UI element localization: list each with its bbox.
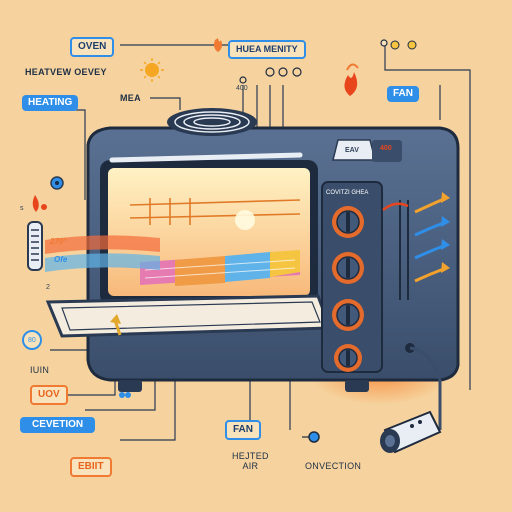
heater-element-icon <box>27 221 43 271</box>
marker-circle <box>292 67 302 77</box>
flame-large-icon <box>344 72 358 96</box>
fan-top-label: FAN <box>387 86 419 102</box>
flame-icon <box>32 195 39 212</box>
flame-wisp <box>346 63 359 71</box>
airflow-arrow-icon <box>382 192 450 283</box>
marker-circle <box>380 39 388 47</box>
marker-circle <box>239 76 247 84</box>
oven-handle <box>109 152 303 163</box>
onvection-label: ONVECTION <box>305 461 362 471</box>
cevetion-label: CEVETION <box>20 417 96 433</box>
dial-knob-icon <box>332 206 364 372</box>
mea-label: MEA <box>120 93 141 103</box>
small-2-label: 2 <box>46 284 50 291</box>
marker-circle <box>390 40 400 50</box>
panel-title-label: COVITZI GHEA <box>326 190 369 196</box>
marker-circle <box>407 40 417 50</box>
oven-foot-right <box>345 380 369 392</box>
oven-foot-left <box>118 380 142 392</box>
food-tray <box>140 250 300 286</box>
marker-circle <box>265 67 275 77</box>
marker-circle <box>22 330 42 350</box>
power-cable-icon <box>409 346 442 430</box>
upper-rack <box>129 198 301 225</box>
oven-light <box>235 210 255 230</box>
dial-number-label: 400 <box>380 145 392 152</box>
door-arrow-head <box>110 314 121 324</box>
side-vent <box>399 200 409 300</box>
leader-lines <box>50 44 471 441</box>
oven-door-inner <box>61 301 321 331</box>
fan-bottom-label: FAN <box>225 420 261 440</box>
temp-upper-label: 270° <box>50 237 67 246</box>
motor-icon <box>380 410 442 454</box>
marker-circle <box>278 67 288 77</box>
heating-label: HEATING <box>22 95 79 111</box>
heat-wave-lower <box>45 253 160 272</box>
indicator-dot <box>41 204 47 210</box>
heatview-label: HEATVEW OEVEY <box>25 67 107 77</box>
marker-dot <box>308 431 320 443</box>
marker-dot <box>55 181 59 185</box>
marker-dot <box>119 392 125 398</box>
flame-small-icon <box>214 38 222 52</box>
heat-wave-upper <box>45 235 160 254</box>
heating-coil-icon <box>167 108 257 136</box>
top-button-base <box>372 140 402 162</box>
marker-dot <box>125 392 131 398</box>
uov-label: UOV <box>30 385 68 405</box>
oven-label: OVEN <box>70 37 115 57</box>
iuin-label: IUIN <box>30 365 50 375</box>
num-80-label: 80 <box>28 337 36 344</box>
huea-menity-label: HUEA MENITY <box>228 40 306 59</box>
temp-lower-label: Ofe <box>54 255 68 264</box>
ebiit-label: EBIIT <box>70 457 112 477</box>
tick-400-label: 400 <box>236 85 248 92</box>
sun-icon <box>140 58 164 82</box>
small-s-label: s <box>20 205 24 212</box>
heated-air-label: HEJTED AIR <box>232 451 269 471</box>
eav-label: EAV <box>345 147 359 154</box>
